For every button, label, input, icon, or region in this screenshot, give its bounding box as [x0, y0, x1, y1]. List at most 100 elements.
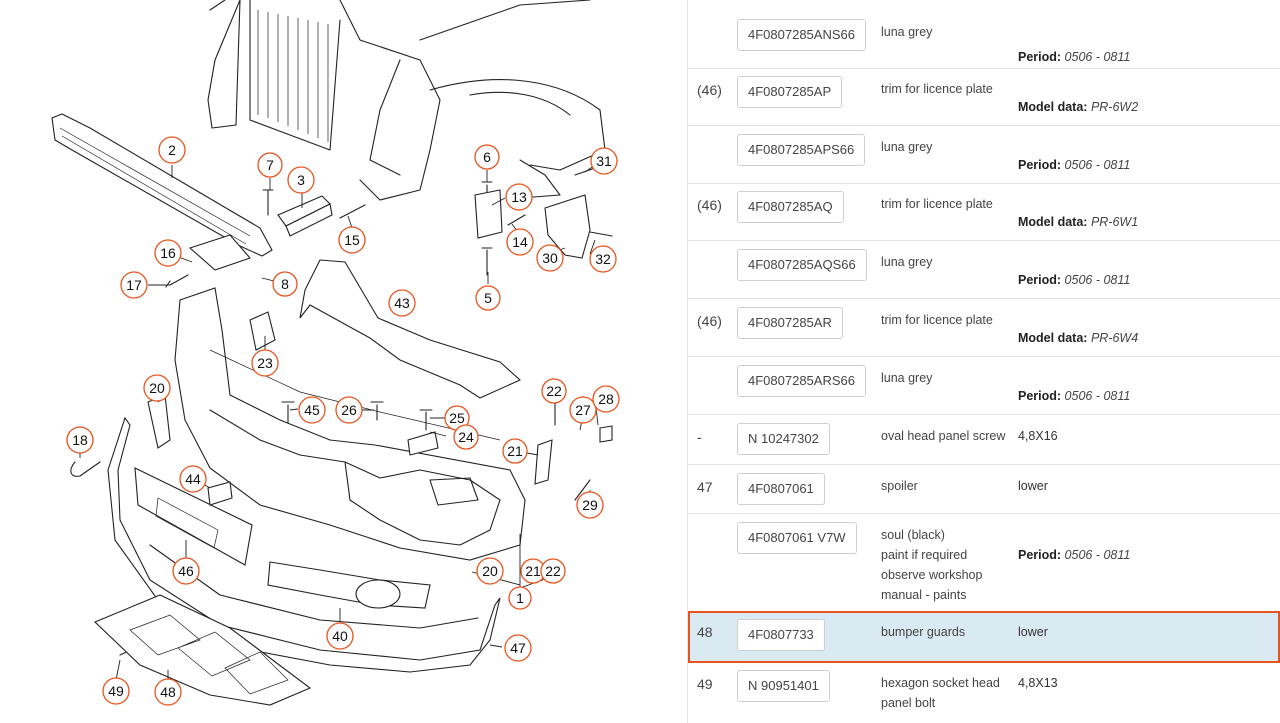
svg-text:49: 49 — [108, 683, 124, 699]
impact-bar — [51, 113, 273, 271]
svg-text:28: 28 — [598, 391, 614, 407]
callout-29[interactable] — [576, 491, 604, 519]
callout-20[interactable] — [143, 374, 171, 402]
callout-18[interactable] — [66, 426, 94, 454]
svg-text:18: 18 — [72, 432, 88, 448]
part-number-button[interactable]: 4F0807285AR — [737, 307, 843, 339]
callout-labels: 1 2 3 5 6 7 8 13 14 15 16 17 18 20 20 21… — [66, 136, 620, 706]
svg-text:7: 7 — [266, 157, 274, 173]
svg-text:29: 29 — [582, 497, 598, 513]
callout-27[interactable] — [569, 396, 597, 424]
callout-47[interactable] — [504, 634, 532, 662]
part-extra-info: Period: 0506 - 0811 — [1018, 389, 1131, 403]
position-number: - — [697, 429, 702, 445]
callout-8[interactable] — [272, 271, 298, 297]
callout-26[interactable] — [335, 396, 363, 424]
part-description: soul (black) paint if required observe w… — [881, 528, 983, 602]
part-description: oval head panel screw — [881, 429, 1006, 443]
svg-text:26: 26 — [341, 402, 357, 418]
callout-23[interactable] — [251, 349, 279, 377]
callout-3[interactable] — [287, 166, 315, 194]
parts-diagram: 1 2 3 5 6 7 8 13 14 15 16 17 18 20 20 21… — [51, 0, 620, 706]
part-number-button[interactable]: 4F0807733 — [737, 619, 825, 651]
part-number-button[interactable]: N 90951401 — [737, 670, 830, 702]
part-extra-info: Period: 0506 - 0811 — [1018, 50, 1131, 64]
callout-40[interactable] — [326, 622, 354, 650]
part-number-button[interactable]: 4F0807285ARS66 — [737, 365, 866, 397]
svg-text:22: 22 — [546, 383, 562, 399]
callout-24[interactable] — [453, 424, 479, 450]
callout-16[interactable] — [154, 239, 182, 267]
part-number-button[interactable]: 4F0807285APS66 — [737, 134, 866, 166]
svg-text:16: 16 — [160, 245, 176, 261]
callout-48[interactable] — [154, 678, 182, 706]
callout-28[interactable] — [592, 385, 620, 413]
callout-22[interactable] — [541, 378, 567, 404]
callout-21[interactable] — [502, 438, 528, 464]
callout-5[interactable] — [475, 285, 501, 311]
position-number: 47 — [697, 479, 713, 495]
svg-text:21: 21 — [525, 563, 541, 579]
svg-text:24: 24 — [458, 429, 474, 445]
callout-43[interactable] — [388, 289, 416, 317]
part-number-button[interactable]: 4F0807061 — [737, 473, 825, 505]
svg-text:25: 25 — [449, 410, 465, 426]
svg-text:44: 44 — [185, 471, 201, 487]
part-number-button[interactable]: 4F0807285ANS66 — [737, 19, 866, 51]
position-number: (46) — [697, 313, 722, 329]
svg-text:13: 13 — [511, 189, 527, 205]
callout-32[interactable] — [589, 245, 617, 273]
part-number-button[interactable]: 4F0807285AP — [737, 76, 843, 108]
svg-text:3: 3 — [297, 172, 305, 188]
parts-row[interactable]: 4F0807061 V7W soul (black) paint if requ… — [688, 514, 1280, 612]
callout-22b[interactable] — [540, 558, 566, 584]
callout-2[interactable] — [158, 136, 186, 164]
parts-row[interactable]: 4F0807285APS66 luna grey Period: 0506 - … — [688, 126, 1280, 184]
callout-13[interactable] — [505, 183, 533, 211]
callout-1[interactable] — [508, 586, 532, 610]
callout-6[interactable] — [474, 144, 500, 170]
parts-row[interactable]: - N 10247302 oval head panel screw 4,8X1… — [688, 415, 1280, 465]
svg-text:21: 21 — [507, 443, 523, 459]
part-number-button[interactable]: 4F0807061 V7W — [737, 522, 857, 554]
svg-text:30: 30 — [542, 250, 558, 266]
callout-20b[interactable] — [476, 557, 504, 585]
svg-text:15: 15 — [344, 232, 360, 248]
parts-row[interactable]: 4F0807285AQS66 luna grey Period: 0506 - … — [688, 241, 1280, 299]
callout-45[interactable] — [298, 396, 326, 424]
callout-14[interactable] — [506, 228, 534, 256]
part-description: luna grey — [881, 140, 933, 154]
callout-17[interactable] — [120, 271, 148, 299]
callout-7[interactable] — [257, 152, 283, 178]
svg-text:5: 5 — [484, 290, 492, 306]
part-description: luna grey — [881, 25, 933, 39]
licence-plate-trim — [134, 467, 253, 566]
callout-49[interactable] — [102, 677, 130, 705]
svg-text:14: 14 — [512, 234, 528, 250]
parts-row[interactable]: (46) 4F0807285AQ trim for licence plate … — [688, 183, 1280, 241]
parts-row[interactable]: (46) 4F0807285AP trim for licence plate … — [688, 68, 1280, 126]
callout-44[interactable] — [179, 465, 207, 493]
parts-row[interactable]: 4F0807285ARS66 luna grey Period: 0506 - … — [688, 357, 1280, 415]
callout-30[interactable] — [536, 244, 564, 272]
side-bracket — [544, 194, 591, 259]
part-description: hexagon socket head panel bolt — [881, 676, 1000, 710]
air-duct — [299, 259, 521, 399]
part-number-button[interactable]: 4F0807285AQ — [737, 191, 844, 223]
callout-15[interactable] — [338, 226, 366, 254]
part-extra-info: Model data: PR-6W2 — [1018, 100, 1139, 114]
fender — [419, 0, 606, 199]
parts-row[interactable]: (46) 4F0807285AR trim for licence plate … — [688, 299, 1280, 357]
part-number-button[interactable]: N 10247302 — [737, 423, 830, 455]
callout-31[interactable] — [590, 147, 618, 175]
part-extra-info: 4,8X16 — [1018, 429, 1058, 443]
part-number-button[interactable]: 4F0807285AQS66 — [737, 249, 867, 281]
parts-row[interactable]: 4F0807285ANS66 luna grey Period: 0506 - … — [688, 11, 1280, 69]
part-extra-info: lower — [1018, 625, 1048, 639]
part-extra-info: Model data: PR-6W4 — [1018, 331, 1139, 345]
parts-row[interactable]: 47 4F0807061 spoiler lower — [688, 465, 1280, 514]
callout-46[interactable] — [172, 557, 200, 585]
part-description: trim for licence plate — [881, 197, 993, 211]
parts-row[interactable]: 49 N 90951401 hexagon socket head panel … — [688, 662, 1280, 722]
parts-row-selected[interactable]: 48 4F0807733 bumper guards lower — [688, 611, 1280, 663]
